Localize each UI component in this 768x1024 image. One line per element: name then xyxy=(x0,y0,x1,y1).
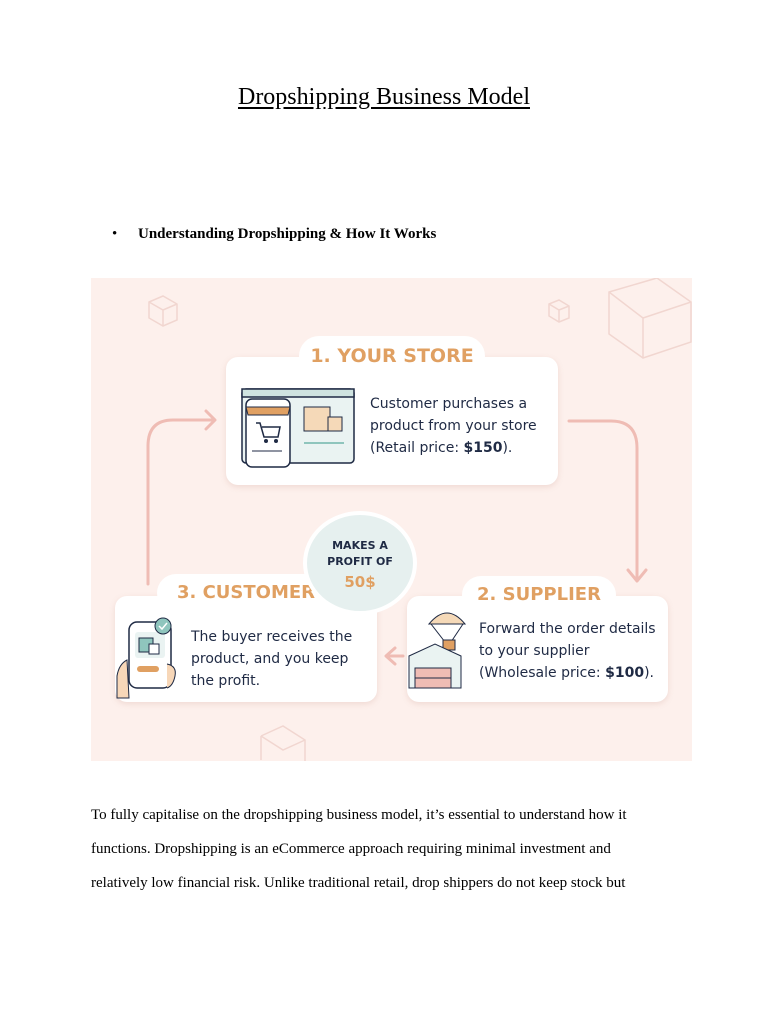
step-customer-label: 3. CUSTOMER xyxy=(157,574,335,612)
bullet-dot-icon: • xyxy=(112,226,118,242)
supplier-text-line-2: to your supplier xyxy=(479,643,590,659)
step-your-store-text: Customer purchases a product from your s… xyxy=(370,393,537,459)
step-your-store-label: 1. YOUR STORE xyxy=(299,336,485,376)
flow-arrows xyxy=(146,409,648,666)
diagram-decorations xyxy=(146,278,692,761)
store-text-line-2: product from your store xyxy=(370,418,537,434)
customer-text-line-2: product, and you keep xyxy=(191,651,349,667)
store-price-suffix: ). xyxy=(502,440,513,456)
bullet-text: Understanding Dropshipping & How It Work… xyxy=(138,226,437,242)
paragraph-line-1: To fully capitalise on the dropshipping … xyxy=(91,807,627,823)
wholesale-price: $100 xyxy=(605,665,645,681)
supplier-price-suffix: ). xyxy=(644,665,654,681)
arrowhead-right-icon xyxy=(204,409,217,431)
profit-amount: 50$ xyxy=(344,573,376,591)
step-your-store-card: Customer purchases a product from your s… xyxy=(226,357,558,485)
paragraph-line-3: relatively low financial risk. Unlike tr… xyxy=(91,875,626,891)
retail-price: $150 xyxy=(463,440,503,456)
profit-line-1: MAKES A xyxy=(332,539,388,552)
dropshipping-diagram: Customer purchases a product from your s… xyxy=(91,278,692,761)
store-screen-icon xyxy=(241,388,355,468)
bullet-item: • Understanding Dropshipping & How It Wor… xyxy=(112,226,436,243)
store-text-line-1: Customer purchases a xyxy=(370,396,528,412)
body-paragraph: To fully capitalise on the dropshipping … xyxy=(91,798,681,900)
paragraph-line-2: functions. Dropshipping is an eCommerce … xyxy=(91,841,611,857)
box-outline-icon xyxy=(148,278,692,761)
arrowhead-left-icon xyxy=(384,646,397,666)
arrowhead-down-icon xyxy=(626,568,648,583)
step-customer-card: The buyer receives the product, and you … xyxy=(115,596,377,702)
parachute-warehouse-icon xyxy=(408,612,467,689)
step-supplier-label: 2. SUPPLIER xyxy=(462,576,616,614)
profit-line-2: PROFIT OF xyxy=(327,555,393,568)
supplier-text-line-3: (Wholesale price: $100). xyxy=(479,662,656,684)
supplier-price-prefix: (Wholesale price: xyxy=(479,665,606,681)
store-text-line-3: (Retail price: $150). xyxy=(370,437,537,459)
document-title: Dropshipping Business Model xyxy=(237,84,530,110)
step-customer-text: The buyer receives the product, and you … xyxy=(191,626,352,692)
supplier-text-line-1: Forward the order details xyxy=(479,621,656,637)
customer-text-line-1: The buyer receives the xyxy=(191,629,353,645)
phone-hand-icon xyxy=(116,617,176,699)
customer-text-line-3: the profit. xyxy=(191,673,261,689)
step-supplier-text: Forward the order details to your suppli… xyxy=(479,618,656,684)
profit-badge: MAKES A PROFIT OF 50$ xyxy=(303,511,417,615)
arrow-store-to-supplier xyxy=(567,419,639,582)
arrow-customer-to-store xyxy=(146,418,215,586)
store-price-prefix: (Retail price: xyxy=(370,440,464,456)
